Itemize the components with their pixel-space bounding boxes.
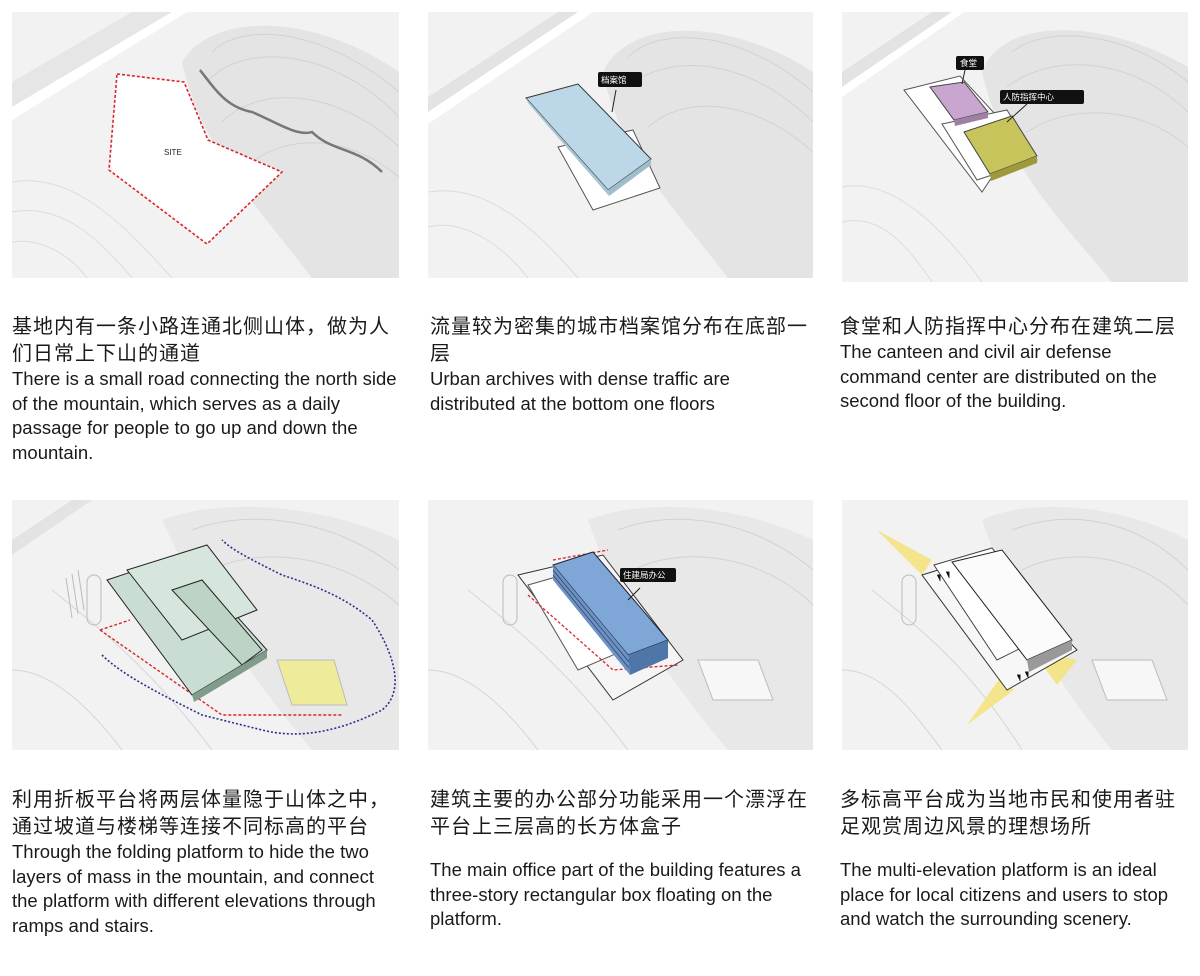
- caption-5: 建筑主要的办公部分功能采用一个漂浮在平台上三层高的长方体盒子 The main …: [430, 786, 820, 932]
- caption-5-en: The main office part of the building fea…: [430, 859, 801, 929]
- caption-2-zh: 流量较为密集的城市档案馆分布在底部一层: [430, 314, 808, 365]
- caption-5-zh: 建筑主要的办公部分功能采用一个漂浮在平台上三层高的长方体盒子: [430, 787, 808, 838]
- caption-3: 食堂和人防指挥中心分布在建筑二层 The canteen and civil a…: [840, 313, 1192, 414]
- canteen-label: 食堂: [960, 58, 977, 69]
- caption-3-zh: 食堂和人防指挥中心分布在建筑二层: [840, 314, 1176, 338]
- caption-4-zh: 利用折板平台将两层体量隐于山体之中，通过坡道与楼梯等连接不同标高的平台: [12, 787, 390, 838]
- caption-3-en: The canteen and civil air defense comman…: [840, 341, 1157, 411]
- office-label: 住建局办公: [623, 570, 666, 581]
- site-diagram: SITE: [12, 12, 399, 278]
- folding-platform-diagram: [12, 500, 399, 750]
- archives-label: 档案馆: [601, 75, 627, 86]
- civil-defense-label: 人防指挥中心: [1003, 92, 1055, 103]
- site-label: SITE: [164, 148, 182, 157]
- canteen-defense-diagram: 食堂 人防指挥中心: [842, 12, 1188, 282]
- archives-diagram: 档案馆: [428, 12, 813, 278]
- caption-1-zh: 基地内有一条小路连通北侧山体，做为人们日常上下山的通道: [12, 314, 390, 365]
- caption-1: 基地内有一条小路连通北侧山体，做为人们日常上下山的通道 There is a s…: [12, 313, 402, 465]
- caption-2-en: Urban archives with dense traffic are di…: [430, 368, 730, 414]
- office-box-diagram: 住建局办公: [428, 500, 813, 750]
- caption-1-en: There is a small road connecting the nor…: [12, 368, 397, 463]
- caption-2: 流量较为密集的城市档案馆分布在底部一层 Urban archives with …: [430, 313, 820, 416]
- viewing-platform-diagram: [842, 500, 1188, 750]
- caption-6-en: The multi-elevation platform is an ideal…: [840, 859, 1169, 929]
- caption-6: 多标高平台成为当地市民和使用者驻足观赏周边风景的理想场所 The multi-e…: [840, 786, 1192, 932]
- caption-4: 利用折板平台将两层体量隐于山体之中，通过坡道与楼梯等连接不同标高的平台 Thro…: [12, 786, 402, 938]
- caption-4-en: Through the folding platform to hide the…: [12, 841, 376, 936]
- caption-6-zh: 多标高平台成为当地市民和使用者驻足观赏周边风景的理想场所: [840, 787, 1176, 838]
